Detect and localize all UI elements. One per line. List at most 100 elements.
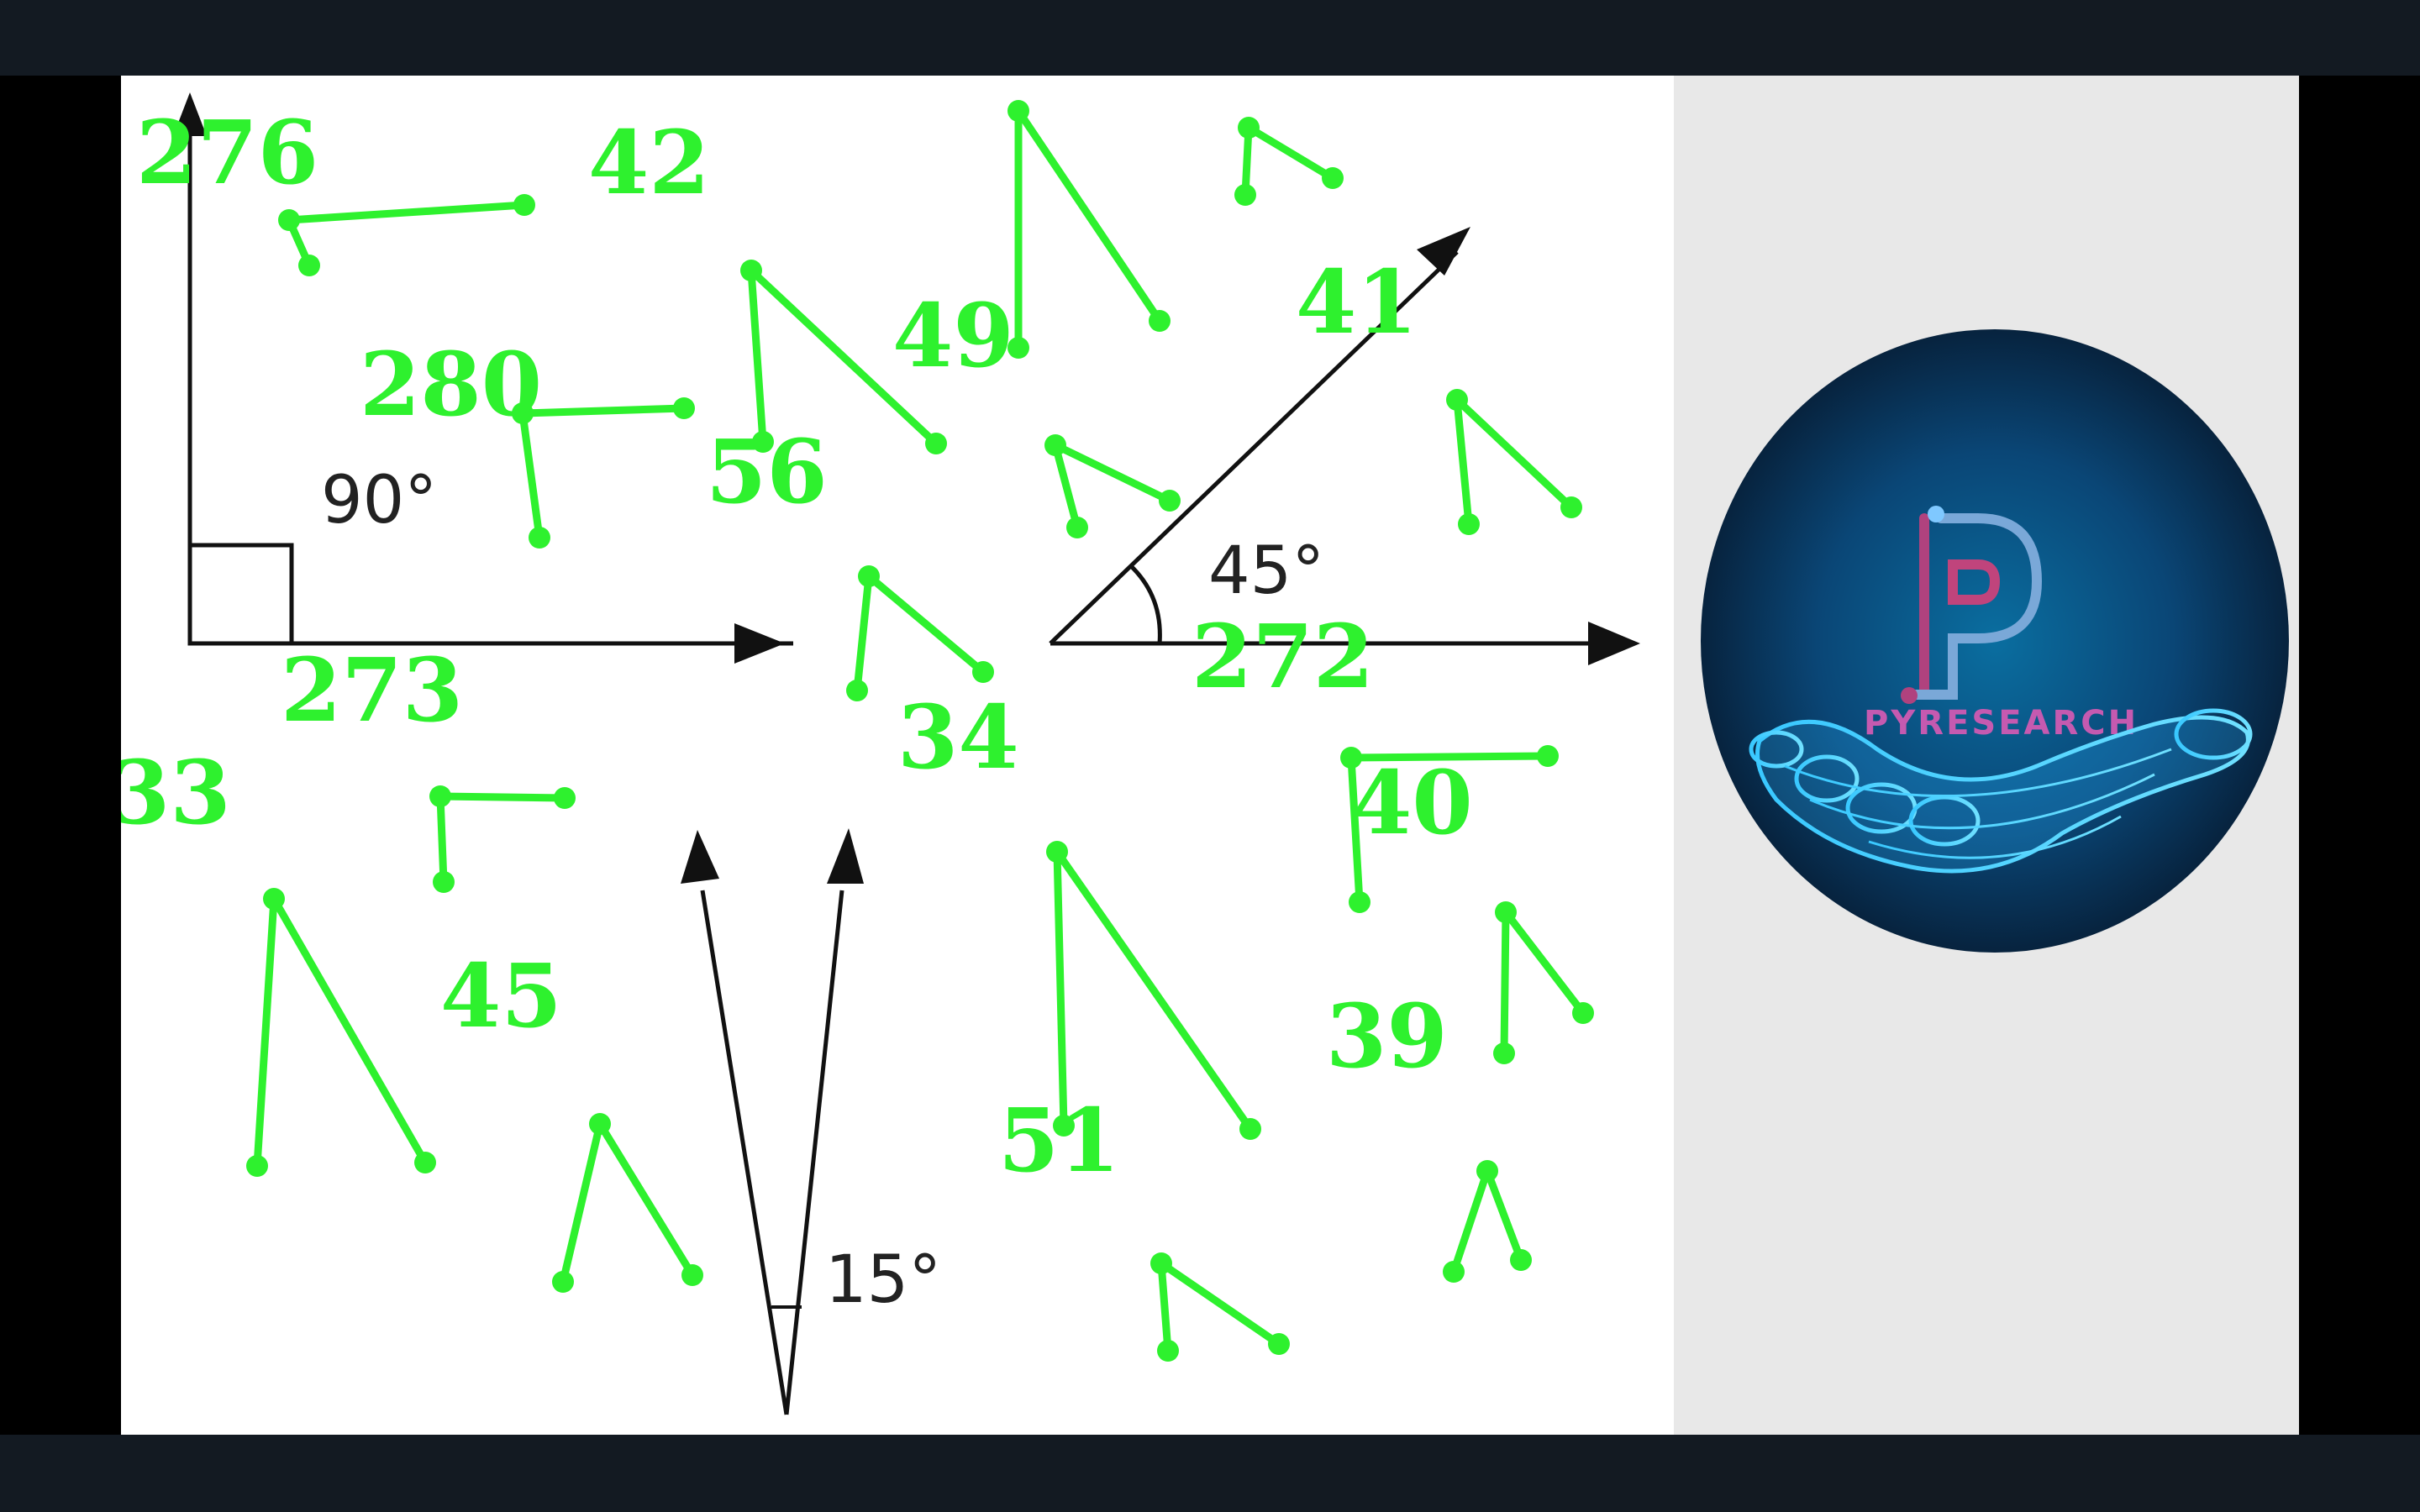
acute-angle-diagonal-ray bbox=[1049, 250, 1459, 645]
keypoint-dot bbox=[972, 661, 994, 683]
measured-angle-label: 272 bbox=[1192, 605, 1374, 708]
detected-angle-polyline bbox=[1014, 107, 1164, 352]
measured-angle-labels: 276 42 280 56 49 41 273 272 34 33 40 45 … bbox=[121, 101, 1473, 1192]
keypoint-dot bbox=[1560, 496, 1582, 518]
keypoint-dot bbox=[1044, 434, 1066, 456]
letterbox-left bbox=[0, 76, 121, 1435]
detected-angle-polyline bbox=[1157, 1259, 1283, 1355]
keypoint-dot bbox=[1446, 389, 1468, 411]
keypoint-dot bbox=[1234, 184, 1256, 206]
detected-angle-polyline bbox=[253, 895, 429, 1170]
detected-angle-polyline bbox=[1453, 396, 1576, 528]
detected-angle-polyline bbox=[518, 404, 688, 542]
detected-angle-polyline bbox=[436, 792, 569, 886]
keypoint-dot bbox=[1157, 1340, 1179, 1362]
measured-angle-label: 40 bbox=[1351, 751, 1473, 854]
keypoint-dot bbox=[1510, 1249, 1532, 1271]
keypoint-dot bbox=[1493, 1042, 1515, 1064]
narrow-angle-right-arrowhead bbox=[827, 828, 864, 884]
acute-angle-diagram: 45° bbox=[1049, 227, 1640, 665]
angle-diagram: 90° 45° 15° bbox=[121, 92, 1640, 1415]
keypoint-dot bbox=[1458, 513, 1480, 535]
logo-wordmark: PYRESEARCH bbox=[1864, 704, 2139, 743]
measured-angle-label: 273 bbox=[281, 638, 463, 742]
angle-label-90: 90° bbox=[321, 463, 437, 538]
keypoint-dot bbox=[554, 787, 576, 809]
detected-angle-polyline bbox=[1053, 848, 1255, 1133]
detected-angles bbox=[246, 100, 1594, 1362]
keypoint-dot bbox=[246, 1155, 268, 1177]
narrow-angle-left-ray bbox=[700, 890, 789, 1415]
angle-label-15: 15° bbox=[825, 1242, 941, 1318]
keypoint-dot bbox=[1007, 100, 1029, 122]
keypoint-dot bbox=[263, 888, 285, 910]
keypoint-dot bbox=[858, 565, 880, 587]
acute-angle-arc bbox=[1128, 564, 1162, 644]
top-bar bbox=[0, 0, 2420, 76]
measured-angle-label: 33 bbox=[121, 741, 231, 844]
keypoint-dot bbox=[513, 194, 535, 216]
narrow-angle-diagram: 15° bbox=[681, 828, 941, 1415]
keypoint-dot bbox=[1537, 745, 1559, 767]
narrow-angle-right-ray bbox=[784, 890, 844, 1415]
keypoint-dot bbox=[529, 527, 550, 549]
keypoint-dot bbox=[433, 871, 455, 893]
keypoint-dot bbox=[1322, 167, 1344, 189]
measured-angle-label: 34 bbox=[897, 685, 1019, 789]
keypoint-dot bbox=[1572, 1002, 1594, 1024]
keypoint-dot bbox=[846, 680, 868, 701]
detected-angle-polyline bbox=[1051, 441, 1174, 532]
measured-angle-label: 49 bbox=[892, 284, 1014, 387]
keypoint-dot bbox=[512, 402, 534, 424]
keypoint-dot bbox=[278, 209, 300, 231]
keypoint-dot bbox=[673, 397, 695, 419]
measured-angle-label: 45 bbox=[440, 944, 562, 1047]
measured-angle-label: 39 bbox=[1326, 984, 1448, 1088]
keypoint-dot bbox=[298, 255, 320, 276]
measured-angle-label: 56 bbox=[706, 420, 828, 523]
keypoint-dot bbox=[1443, 1261, 1465, 1283]
keypoint-dot bbox=[589, 1113, 611, 1135]
keypoint-dot bbox=[752, 431, 774, 453]
keypoint-dot bbox=[681, 1264, 703, 1286]
keypoint-dot bbox=[1066, 517, 1088, 538]
measured-angle-label: 42 bbox=[588, 111, 710, 214]
keypoint-dot bbox=[1149, 310, 1171, 332]
measured-angle-label: 41 bbox=[1296, 250, 1418, 354]
logo-p-mark bbox=[1901, 506, 2043, 704]
logo-hand bbox=[1749, 708, 2253, 874]
keypoint-dot bbox=[1268, 1333, 1290, 1355]
right-angle-marker bbox=[187, 543, 294, 646]
keypoint-dot bbox=[429, 785, 451, 807]
bottom-bar bbox=[0, 1435, 2420, 1512]
right-angle-vertical-arrowhead bbox=[173, 92, 207, 136]
detected-angle-polyline bbox=[1241, 123, 1337, 199]
keypoint-dot bbox=[1238, 117, 1260, 139]
keypoint-dot bbox=[1046, 841, 1068, 863]
measured-angle-label: 51 bbox=[998, 1089, 1120, 1192]
acute-angle-diagonal-arrowhead bbox=[1417, 227, 1470, 276]
acute-angle-base-arrowhead bbox=[1588, 622, 1640, 665]
keypoint-dot bbox=[1239, 1118, 1261, 1140]
keypoint-dot bbox=[1349, 891, 1370, 913]
keypoint-dot bbox=[1053, 1115, 1075, 1137]
detected-angle-polyline bbox=[1500, 908, 1587, 1058]
measured-angle-label: 276 bbox=[136, 101, 318, 204]
letterbox-right bbox=[2299, 76, 2420, 1435]
right-angle-horizontal-arrowhead bbox=[734, 623, 785, 664]
keypoint-dot bbox=[552, 1271, 574, 1293]
narrow-angle-left-arrowhead bbox=[681, 830, 719, 884]
keypoint-dot bbox=[1159, 490, 1181, 512]
pyresearch-logo: PYRESEARCH bbox=[1701, 329, 2289, 953]
keypoint-dot bbox=[1007, 337, 1029, 359]
keypoint-dot bbox=[1340, 747, 1362, 769]
annotated-image: 90° 45° 15° bbox=[121, 76, 1674, 1435]
keypoint-dot bbox=[1495, 901, 1517, 923]
detected-angle-polyline bbox=[285, 201, 529, 270]
detected-angle-polyline bbox=[853, 572, 987, 695]
keypoint-dot bbox=[414, 1152, 436, 1173]
angle-label-45: 45° bbox=[1208, 533, 1324, 609]
detected-angle-polyline bbox=[559, 1120, 697, 1286]
keypoint-dot bbox=[925, 433, 947, 454]
keypoint-dot bbox=[1150, 1252, 1172, 1274]
